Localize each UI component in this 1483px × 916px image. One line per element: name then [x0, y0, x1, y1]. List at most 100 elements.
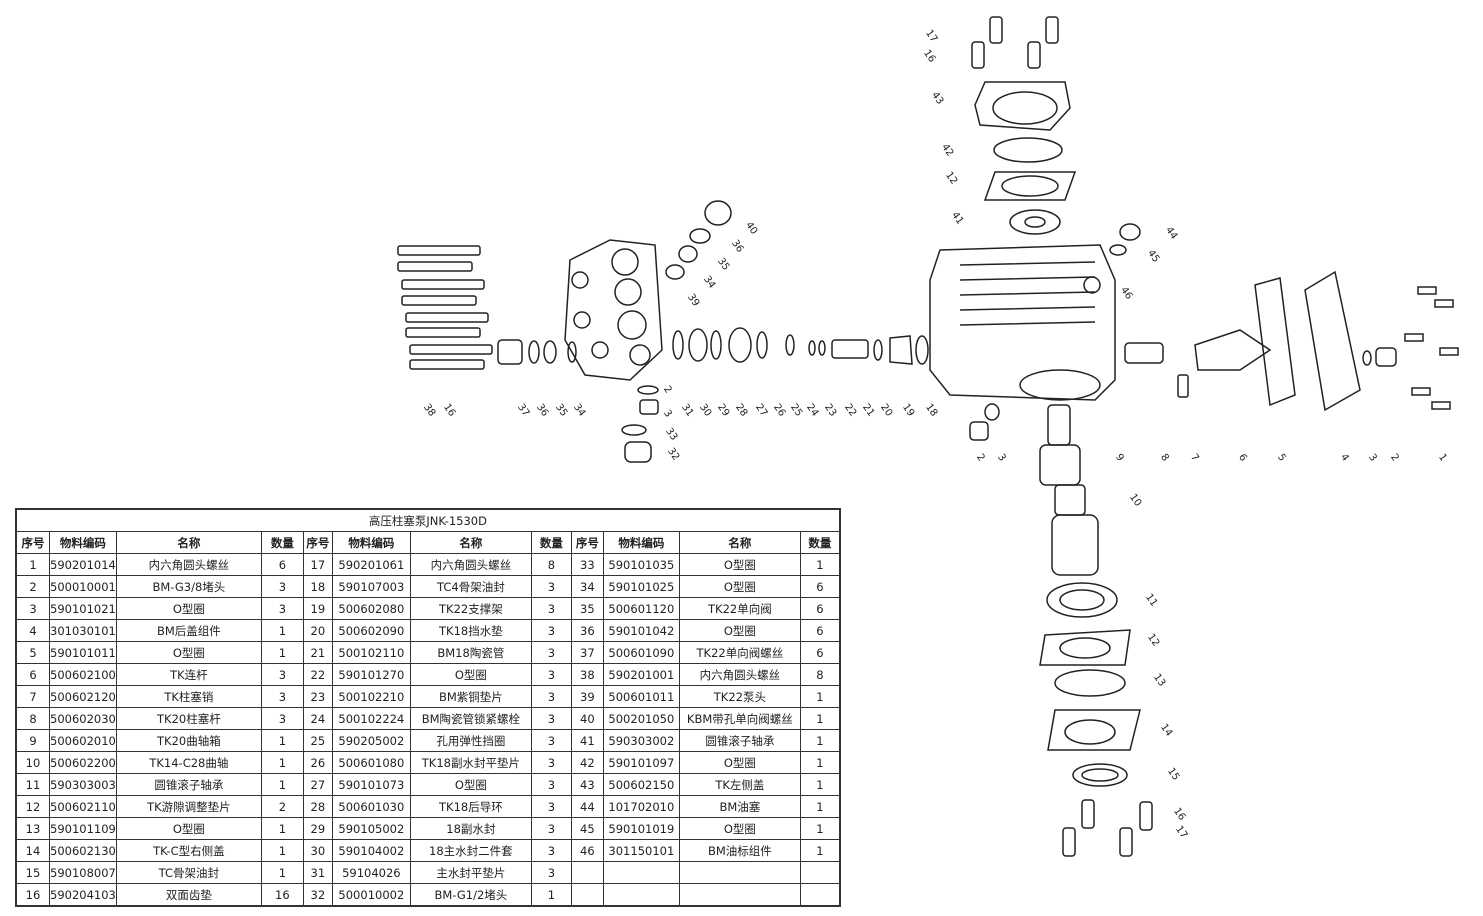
table-cell: 6: [799, 597, 841, 620]
table-cell: 17: [302, 553, 333, 576]
table-cell: 内六角圆头螺丝: [409, 553, 532, 576]
table-cell: 500102210: [331, 685, 411, 708]
table-cell: 39: [570, 685, 604, 708]
table-cell: 38: [570, 663, 604, 686]
column-header: 物料编码: [331, 531, 411, 554]
table-cell: 500602120: [49, 685, 117, 708]
table-cell: 11: [15, 773, 50, 796]
table-cell: 101702010: [602, 795, 680, 818]
rear-cover-parts-icon: [1124, 270, 1459, 412]
table-cell: [602, 883, 680, 907]
table-cell: 590101025: [602, 575, 680, 598]
table-cell: BM油塞: [678, 795, 801, 818]
table-cell: 1: [530, 883, 572, 907]
table-cell: TK20柱塞杆: [115, 707, 262, 730]
table-cell: 31: [302, 861, 333, 884]
table-cell: 1: [260, 729, 304, 752]
table-cell: BM油标组件: [678, 839, 801, 862]
table-cell: 41: [570, 729, 604, 752]
table-cell: 3: [260, 685, 304, 708]
table-cell: 32: [302, 883, 333, 907]
table-cell: 34: [570, 575, 604, 598]
table-cell: 44: [570, 795, 604, 818]
table-cell: 500601030: [331, 795, 411, 818]
table-cell: 590205002: [331, 729, 411, 752]
table-cell: 18副水封: [409, 817, 532, 840]
table-cell: TK左侧盖: [678, 773, 801, 796]
table-cell: 500602080: [331, 597, 411, 620]
table-cell: TK22泵头: [678, 685, 801, 708]
table-cell: 3: [15, 597, 50, 620]
table-cell: 1: [799, 685, 841, 708]
table-cell: 590101042: [602, 619, 680, 642]
table-cell: 500601120: [602, 597, 680, 620]
table-cell: 8: [799, 663, 841, 686]
table-cell: 3: [530, 663, 572, 686]
table-cell: 1: [799, 817, 841, 840]
table-cell: 1: [799, 773, 841, 796]
table-cell: 500201050: [602, 707, 680, 730]
table-cell: 5: [15, 641, 50, 664]
table-cell: O型圈: [678, 751, 801, 774]
table-cell: 590201001: [602, 663, 680, 686]
table-cell: 3: [260, 707, 304, 730]
table-cell: 1: [260, 641, 304, 664]
table-cell: 14: [15, 839, 50, 862]
table-cell: 双面齿垫: [115, 883, 262, 907]
table-cell: 12: [15, 795, 50, 818]
table-cell: 37: [570, 641, 604, 664]
table-cell: [678, 861, 801, 884]
seal-stack-icon: [497, 200, 929, 463]
table-cell: TK14-C28曲轴: [115, 751, 262, 774]
table-cell: O型圈: [115, 641, 262, 664]
table-cell: TK22单向阀螺丝: [678, 641, 801, 664]
table-cell: 40: [570, 707, 604, 730]
table-cell: 1: [799, 553, 841, 576]
column-header: 数量: [530, 531, 572, 554]
table-cell: 500102110: [331, 641, 411, 664]
table-cell: [570, 861, 604, 884]
table-cell: 43: [570, 773, 604, 796]
column-header: 序号: [570, 531, 604, 554]
table-cell: 500602110: [49, 795, 117, 818]
table-cell: 590101109: [49, 817, 117, 840]
table-cell: 500601080: [331, 751, 411, 774]
table-cell: 7: [15, 685, 50, 708]
table-cell: 孔用弹性挡圈: [409, 729, 532, 752]
table-cell: 590101021: [49, 597, 117, 620]
table-cell: [570, 883, 604, 907]
table-cell: 内六角圆头螺丝: [678, 663, 801, 686]
table-cell: 500602130: [49, 839, 117, 862]
table-cell: 590108007: [49, 861, 117, 884]
table-cell: TK18后导环: [409, 795, 532, 818]
table-cell: 4: [15, 619, 50, 642]
table-cell: O型圈: [409, 773, 532, 796]
table-cell: 33: [570, 553, 604, 576]
table-cell: 3: [260, 597, 304, 620]
table-cell: 3: [530, 619, 572, 642]
table-cell: TC骨架油封: [115, 861, 262, 884]
column-header: 序号: [15, 531, 50, 554]
table-cell: 3: [530, 861, 572, 884]
table-cell: 20: [302, 619, 333, 642]
table-cell: 24: [302, 707, 333, 730]
table-cell: 1: [799, 795, 841, 818]
table-cell: 590204103: [49, 883, 117, 907]
table-cell: 1: [799, 839, 841, 862]
table-cell: 590303003: [49, 773, 117, 796]
table-cell: 6: [799, 619, 841, 642]
table-cell: 500602200: [49, 751, 117, 774]
table-cell: 3: [530, 597, 572, 620]
table-cell: 6: [799, 575, 841, 598]
table-cell: 500602030: [49, 707, 117, 730]
table-cell: 15: [15, 861, 50, 884]
table-cell: 3: [530, 773, 572, 796]
table-cell: 36: [570, 619, 604, 642]
